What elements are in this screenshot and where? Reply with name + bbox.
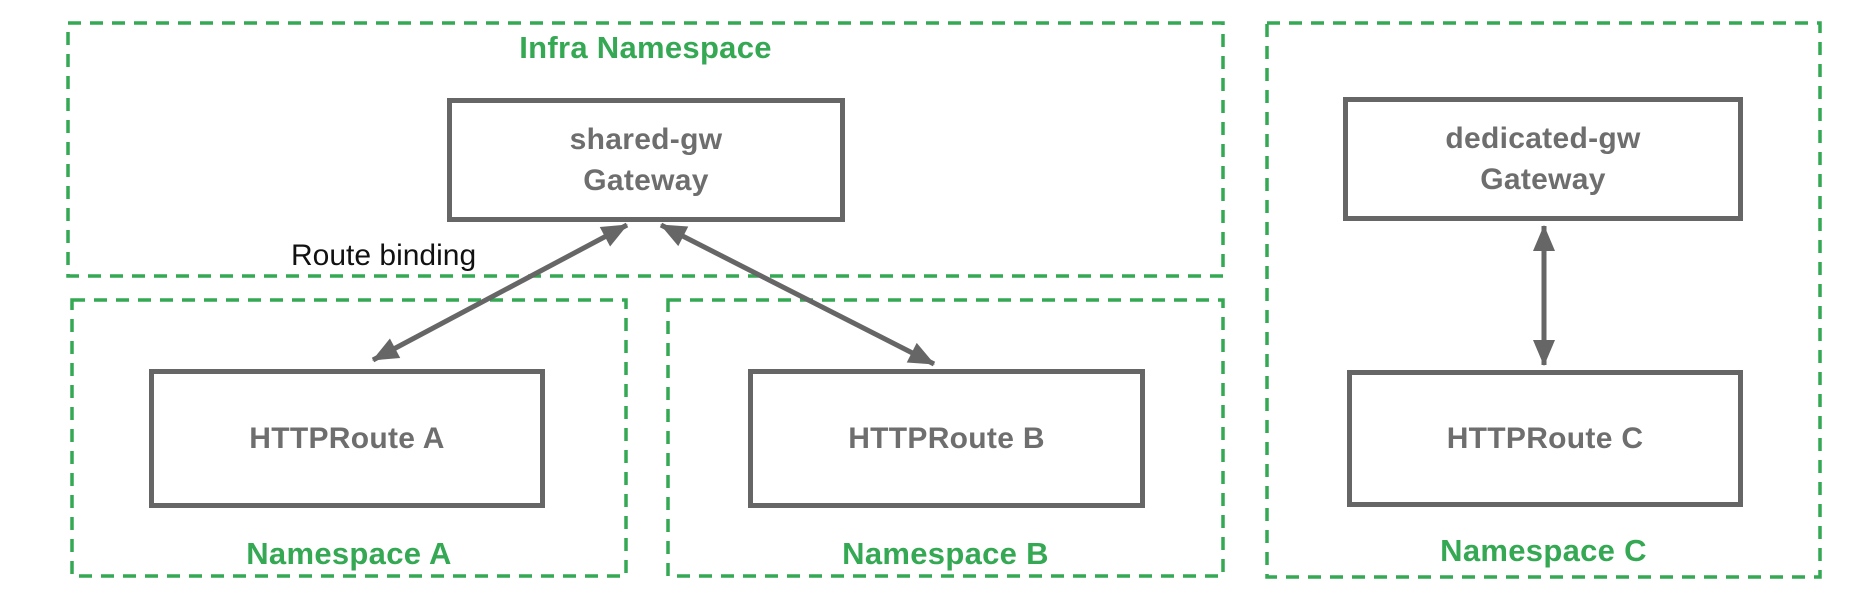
httproute-c-node: HTTPRoute C [1347, 370, 1743, 507]
dedicated-gw-name: dedicated-gw [1445, 121, 1641, 155]
namespace-a-border [70, 298, 628, 578]
httproute-a-node: HTTPRoute A [149, 369, 545, 508]
shared-gw-name: shared-gw [569, 122, 723, 156]
dedicated-gw-gateway-node: dedicated-gw Gateway [1343, 97, 1743, 221]
namespace-b-border [666, 298, 1225, 578]
httproute-a-label: HTTPRoute A [249, 421, 445, 455]
namespace-b-label: Namespace B [842, 536, 1049, 571]
httproute-b-node: HTTPRoute B [748, 369, 1145, 508]
infra-namespace-border [66, 21, 1225, 278]
route-binding-annotation: Route binding [291, 239, 477, 272]
namespace-c-border [1265, 21, 1822, 579]
arrow-shared-gw-to-httproute-a [371, 222, 629, 363]
httproute-b-label: HTTPRoute B [848, 421, 1045, 455]
shared-gw-kind: Gateway [583, 164, 709, 197]
httproute-c-label: HTTPRoute C [1446, 421, 1644, 455]
arrow-shared-gw-to-httproute-b [659, 222, 936, 367]
namespace-c-label: Namespace C [1440, 533, 1647, 568]
shared-gw-gateway-node: shared-gw Gateway [447, 98, 845, 222]
namespace-a-label: Namespace A [246, 536, 452, 571]
dedicated-gw-kind: Gateway [1480, 163, 1606, 196]
infra-namespace-label: Infra Namespace [519, 30, 772, 65]
